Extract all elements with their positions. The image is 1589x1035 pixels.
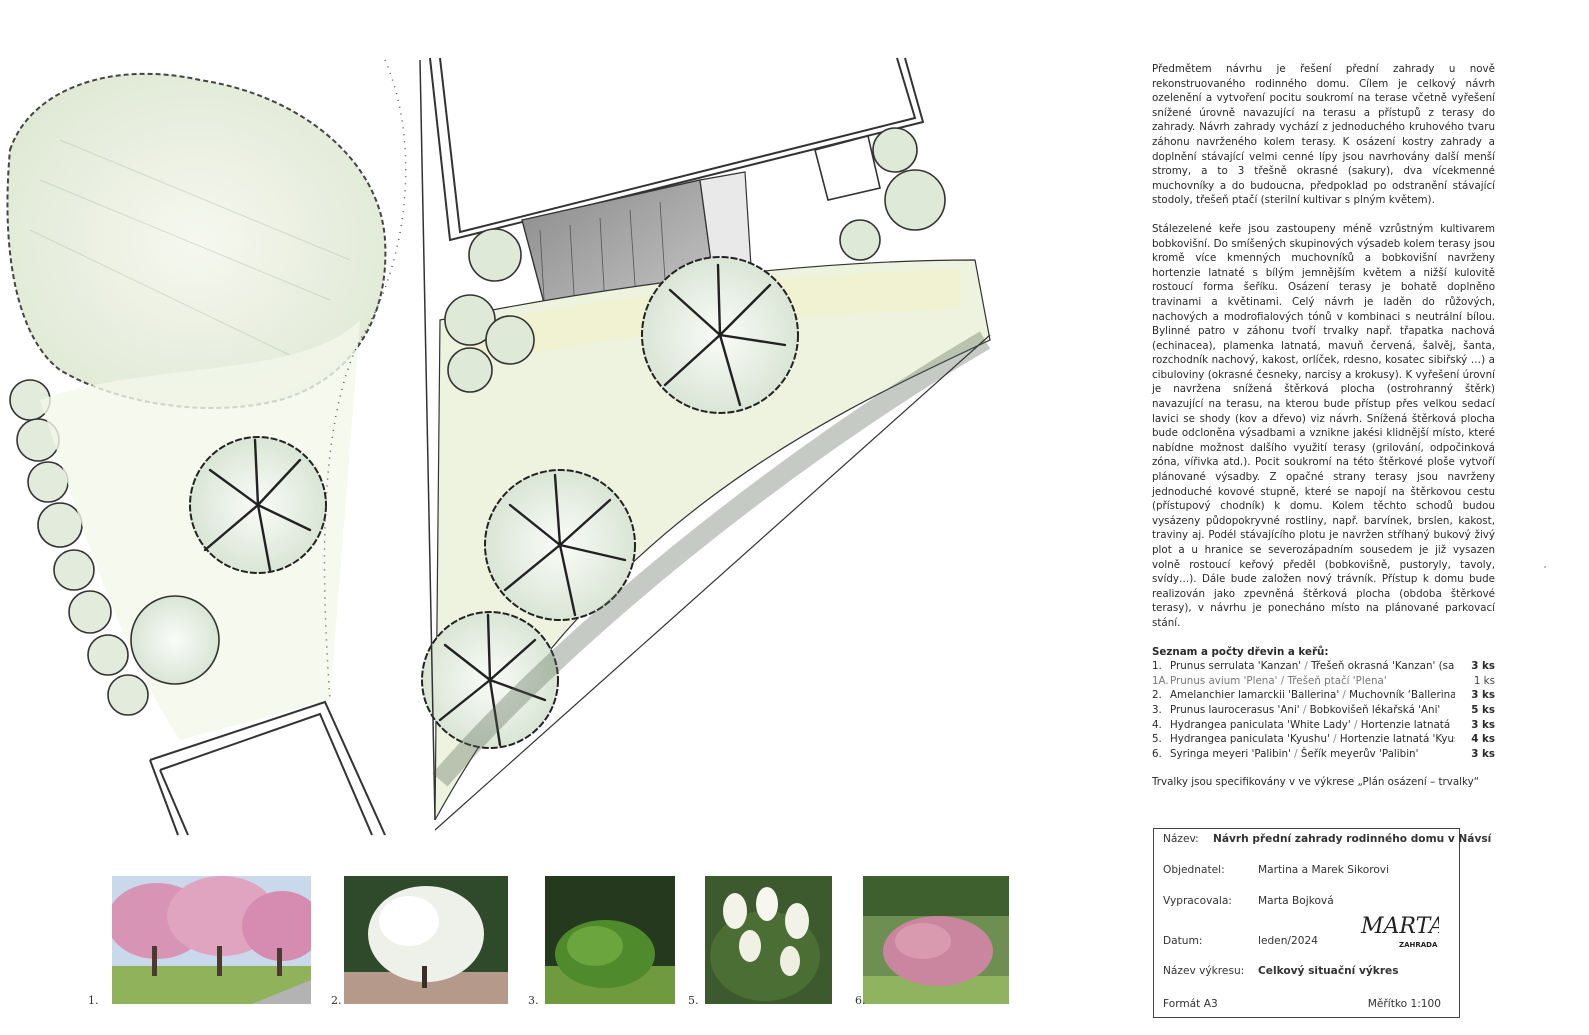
tb-date-row: Datum: leden/2024 <box>1163 935 1318 947</box>
species-count: 3 ks <box>1471 689 1495 702</box>
photo-label-3: 3. <box>528 994 539 1007</box>
species-item: 1A.Prunus avium 'Plena' / Třešeň ptačí '… <box>1152 674 1495 689</box>
photo-syringa-palibin <box>863 876 1009 1004</box>
species-czech: Bobkovišeň lékařská 'Ani' <box>1309 703 1441 716</box>
tb-author-label: Vypracovala: <box>1163 895 1232 907</box>
species-num: 4. <box>1152 718 1162 731</box>
tree-symbol-terrace <box>641 256 799 414</box>
tb-drawing-value: Celkový situační výkres <box>1258 965 1399 977</box>
species-name: Syringa meyeri 'Palibin' / Šeřík meyerův… <box>1170 747 1419 760</box>
species-czech: Hortenzie latnatá <box>1360 718 1451 731</box>
beech-hedge <box>432 331 991 787</box>
species-count: 3 ks <box>1471 747 1495 760</box>
species-name: Prunus avium 'Plena' / Třešeň ptačí 'Ple… <box>1170 674 1387 687</box>
species-item: 5. Hydrangea paniculata 'Kyushu' / Horten… <box>1152 732 1495 747</box>
species-name: Hydrangea paniculata 'White Lady' / Hort… <box>1170 718 1451 731</box>
tb-client-label: Objednatel: <box>1163 864 1225 876</box>
tb-name-row: Název: Návrh přední zahrady rodinného do… <box>1163 833 1491 845</box>
species-czech: Třešeň ptačí 'Plena' <box>1287 674 1387 687</box>
tb-author-value: Marta Bojková <box>1258 895 1334 907</box>
description-column: Předmětem návrhu je řešení přední zahrad… <box>1152 62 1495 790</box>
tree-symbol-left <box>189 436 327 574</box>
garden-plan-drawing <box>6 57 991 836</box>
species-count: 3 ks <box>1471 718 1495 731</box>
species-num: 2. <box>1152 689 1162 702</box>
page-dot <box>1544 566 1546 568</box>
species-num: 3. <box>1152 703 1162 716</box>
main-paragraph: Stálezelené keře jsou zastoupeny méně vz… <box>1152 222 1495 629</box>
species-czech: Muchovník ‘Ballerina’ <box>1349 689 1455 702</box>
tb-drawing-label: Název výkresu: <box>1163 965 1245 977</box>
species-scientific: Syringa meyeri 'Palibin' <box>1170 747 1291 760</box>
left-hedge <box>9 379 149 716</box>
species-scientific: Amelanchier lamarckii 'Ballerina' <box>1170 689 1340 702</box>
species-name: Prunus laurocerasus 'Ani' / Bobkovišeň l… <box>1170 703 1441 716</box>
bed-shrubs-left <box>444 228 535 393</box>
small-structure <box>814 135 881 201</box>
tree-symbol-bottom <box>421 611 559 749</box>
photo-amelanchier <box>344 876 508 1004</box>
species-czech: Šeřík meyerův 'Palibin' <box>1300 747 1419 760</box>
species-name: Prunus serrulata 'Kanzan' / Třešeň okras… <box>1170 659 1455 674</box>
species-czech: Hortenzie latnatá 'Kyushu' <box>1339 733 1455 746</box>
species-scientific: Prunus avium 'Plena' <box>1170 674 1278 687</box>
tb-date-label: Datum: <box>1163 935 1203 947</box>
species-list: 1. Prunus serrulata 'Kanzan' / Třešeň okr… <box>1152 659 1495 761</box>
tb-format: Formát A3 <box>1163 998 1218 1010</box>
species-list-title: Seznam a počty dřevin a keřů: <box>1152 645 1329 658</box>
house-outline <box>429 57 925 242</box>
photo-label-6: 6. <box>855 994 866 1007</box>
perennials-note: Trvalky jsou specifikovány v ve výkrese … <box>1152 776 1480 789</box>
tb-name-label: Název: <box>1163 833 1199 845</box>
tb-drawing-row: Název výkresu: Celkový situační výkres <box>1163 965 1399 977</box>
species-item: 2. Amelanchier lamarckii 'Ballerina' / Mu… <box>1152 688 1495 703</box>
tb-author-row: Vypracovala: Marta Bojková <box>1163 895 1334 907</box>
tb-date-value: leden/2024 <box>1258 935 1318 947</box>
bed-shrubs-right <box>839 127 946 261</box>
logo-subtext: ZAHRADA <box>1399 941 1438 949</box>
species-item: 6. Syringa meyeri 'Palibin' / Šeřík meyer… <box>1152 747 1495 762</box>
species-name: Hydrangea paniculata 'Kyushu' / Hortenzi… <box>1170 732 1455 747</box>
photo-label-2: 2. <box>331 994 342 1007</box>
existing-lime-tree-canopy <box>6 72 387 409</box>
species-num: 6. <box>1152 747 1162 760</box>
photo-cherry-kanzan <box>112 876 311 1004</box>
photo-label-5: 5. <box>688 994 699 1007</box>
species-count: 4 ks <box>1471 733 1495 746</box>
species-count: 3 ks <box>1471 660 1495 673</box>
logo-text: MARTA <box>1360 914 1439 939</box>
tb-name-value: Návrh přední zahrady rodinného domu v Ná… <box>1213 833 1492 845</box>
species-count: 5 ks <box>1471 703 1495 716</box>
species-scientific: Hydrangea paniculata 'Kyushu' <box>1170 733 1330 746</box>
species-num: 1A. <box>1152 674 1169 687</box>
round-shrub <box>130 595 220 685</box>
species-czech: Třešeň okrasná 'Kanzan' (sakura) <box>1311 660 1455 673</box>
species-num: 1. <box>1152 660 1162 673</box>
tb-client-row: Objednatel: Martina a Marek Sikorovi <box>1163 864 1389 876</box>
species-name: Amelanchier lamarckii 'Ballerina' / Much… <box>1170 688 1455 703</box>
species-item: 1. Prunus serrulata 'Kanzan' / Třešeň okr… <box>1152 659 1495 674</box>
species-item: 3. Prunus laurocerasus 'Ani' / Bobkovišeň… <box>1152 703 1495 718</box>
tree-symbol-lower <box>484 469 636 621</box>
tb-scale: Měřítko 1:100 <box>1367 998 1441 1010</box>
garage-outline <box>149 700 386 836</box>
photo-laurocerasus <box>545 876 675 1004</box>
species-num: 5. <box>1152 733 1162 746</box>
marta-zahrada-logo: MARTA ZAHRADA <box>1359 903 1445 953</box>
title-block: Název: Návrh přední zahrady rodinného do… <box>1153 828 1491 1018</box>
species-count: 1 ks <box>1473 674 1495 687</box>
species-item: 4. Hydrangea paniculata 'White Lady' / Ho… <box>1152 718 1495 733</box>
tb-client-value: Martina a Marek Sikorovi <box>1258 864 1390 876</box>
intro-paragraph: Předmětem návrhu je řešení přední zahrad… <box>1152 63 1495 207</box>
photo-label-1: 1. <box>88 994 99 1007</box>
species-scientific: Hydrangea paniculata 'White Lady' <box>1170 718 1351 731</box>
photo-hydrangea-kyushu <box>705 876 832 1004</box>
species-scientific: Prunus serrulata 'Kanzan' <box>1170 660 1302 673</box>
species-scientific: Prunus laurocerasus 'Ani' <box>1170 703 1300 716</box>
